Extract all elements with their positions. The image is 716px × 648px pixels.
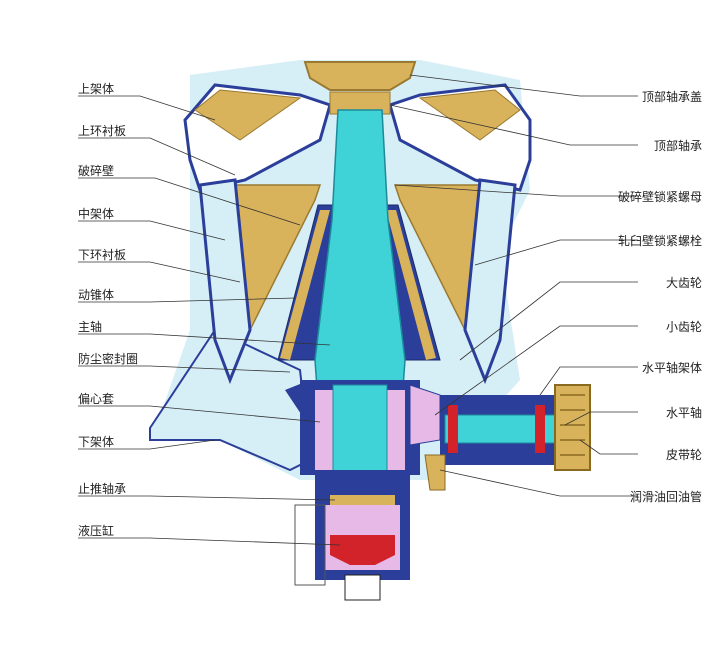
label-mantle: 破碎壁: [78, 164, 115, 178]
bearing-left: [448, 405, 458, 453]
label-lower-liner: 下环衬板: [78, 248, 127, 262]
label-main-shaft: 主轴: [78, 320, 103, 334]
mantle-liner-right: [386, 210, 436, 360]
upper-liner-right: [418, 89, 521, 141]
mantle-liner-left: [280, 210, 330, 360]
label-hydraulic-cylinder: 液压缸: [78, 524, 115, 538]
label-moving-cone: 动锥体: [78, 288, 115, 302]
top-bearing-cap: [303, 61, 417, 91]
label-pulley: 皮带轮: [665, 448, 702, 462]
label-big-gear: 大齿轮: [665, 276, 702, 290]
dust-seal-left: [285, 380, 310, 420]
thrust-bearing: [330, 495, 395, 505]
middle-frame-left: [198, 178, 252, 385]
outline-box: [294, 504, 326, 586]
label-upper-liner: 上环衬板: [78, 124, 127, 138]
bearing-right: [535, 405, 545, 453]
middle-frame-right: [463, 178, 517, 385]
horizontal-shaft: [444, 414, 566, 444]
pulley: [554, 384, 591, 471]
leader-lines-right: [389, 74, 638, 497]
label-upper-frame: 上架体: [78, 82, 115, 96]
label-pinion: 小齿轮: [665, 320, 702, 334]
label-oil-return: 润滑油回油管: [629, 490, 702, 504]
hydraulic-piston: [330, 535, 395, 565]
upper-liner-left: [194, 89, 302, 141]
label-horizontal-shaft: 水平轴: [665, 406, 702, 420]
oil-return-pipe: [424, 454, 446, 491]
label-dust-seal: 防尘密封圈: [78, 352, 139, 366]
pulley-grooves: [560, 394, 585, 456]
label-concave-bolt: 轧臼壁锁紧螺栓: [617, 234, 702, 248]
cylinder-base: [344, 574, 381, 601]
leader-lines-left: [78, 95, 341, 546]
label-shaft-housing: 水平轴架体: [641, 361, 702, 375]
label-top-bearing: 顶部轴承: [653, 139, 702, 153]
label-top-bearing-cap: 顶部轴承盖: [641, 90, 702, 104]
label-mantle-nut: 破碎壁锁紧螺母: [617, 190, 702, 204]
label-eccentric: 偏心套: [78, 392, 115, 406]
label-middle-frame: 中架体: [78, 207, 115, 221]
label-lower-frame: 下架体: [78, 435, 115, 449]
label-thrust-bearing: 止推轴承: [78, 482, 127, 496]
